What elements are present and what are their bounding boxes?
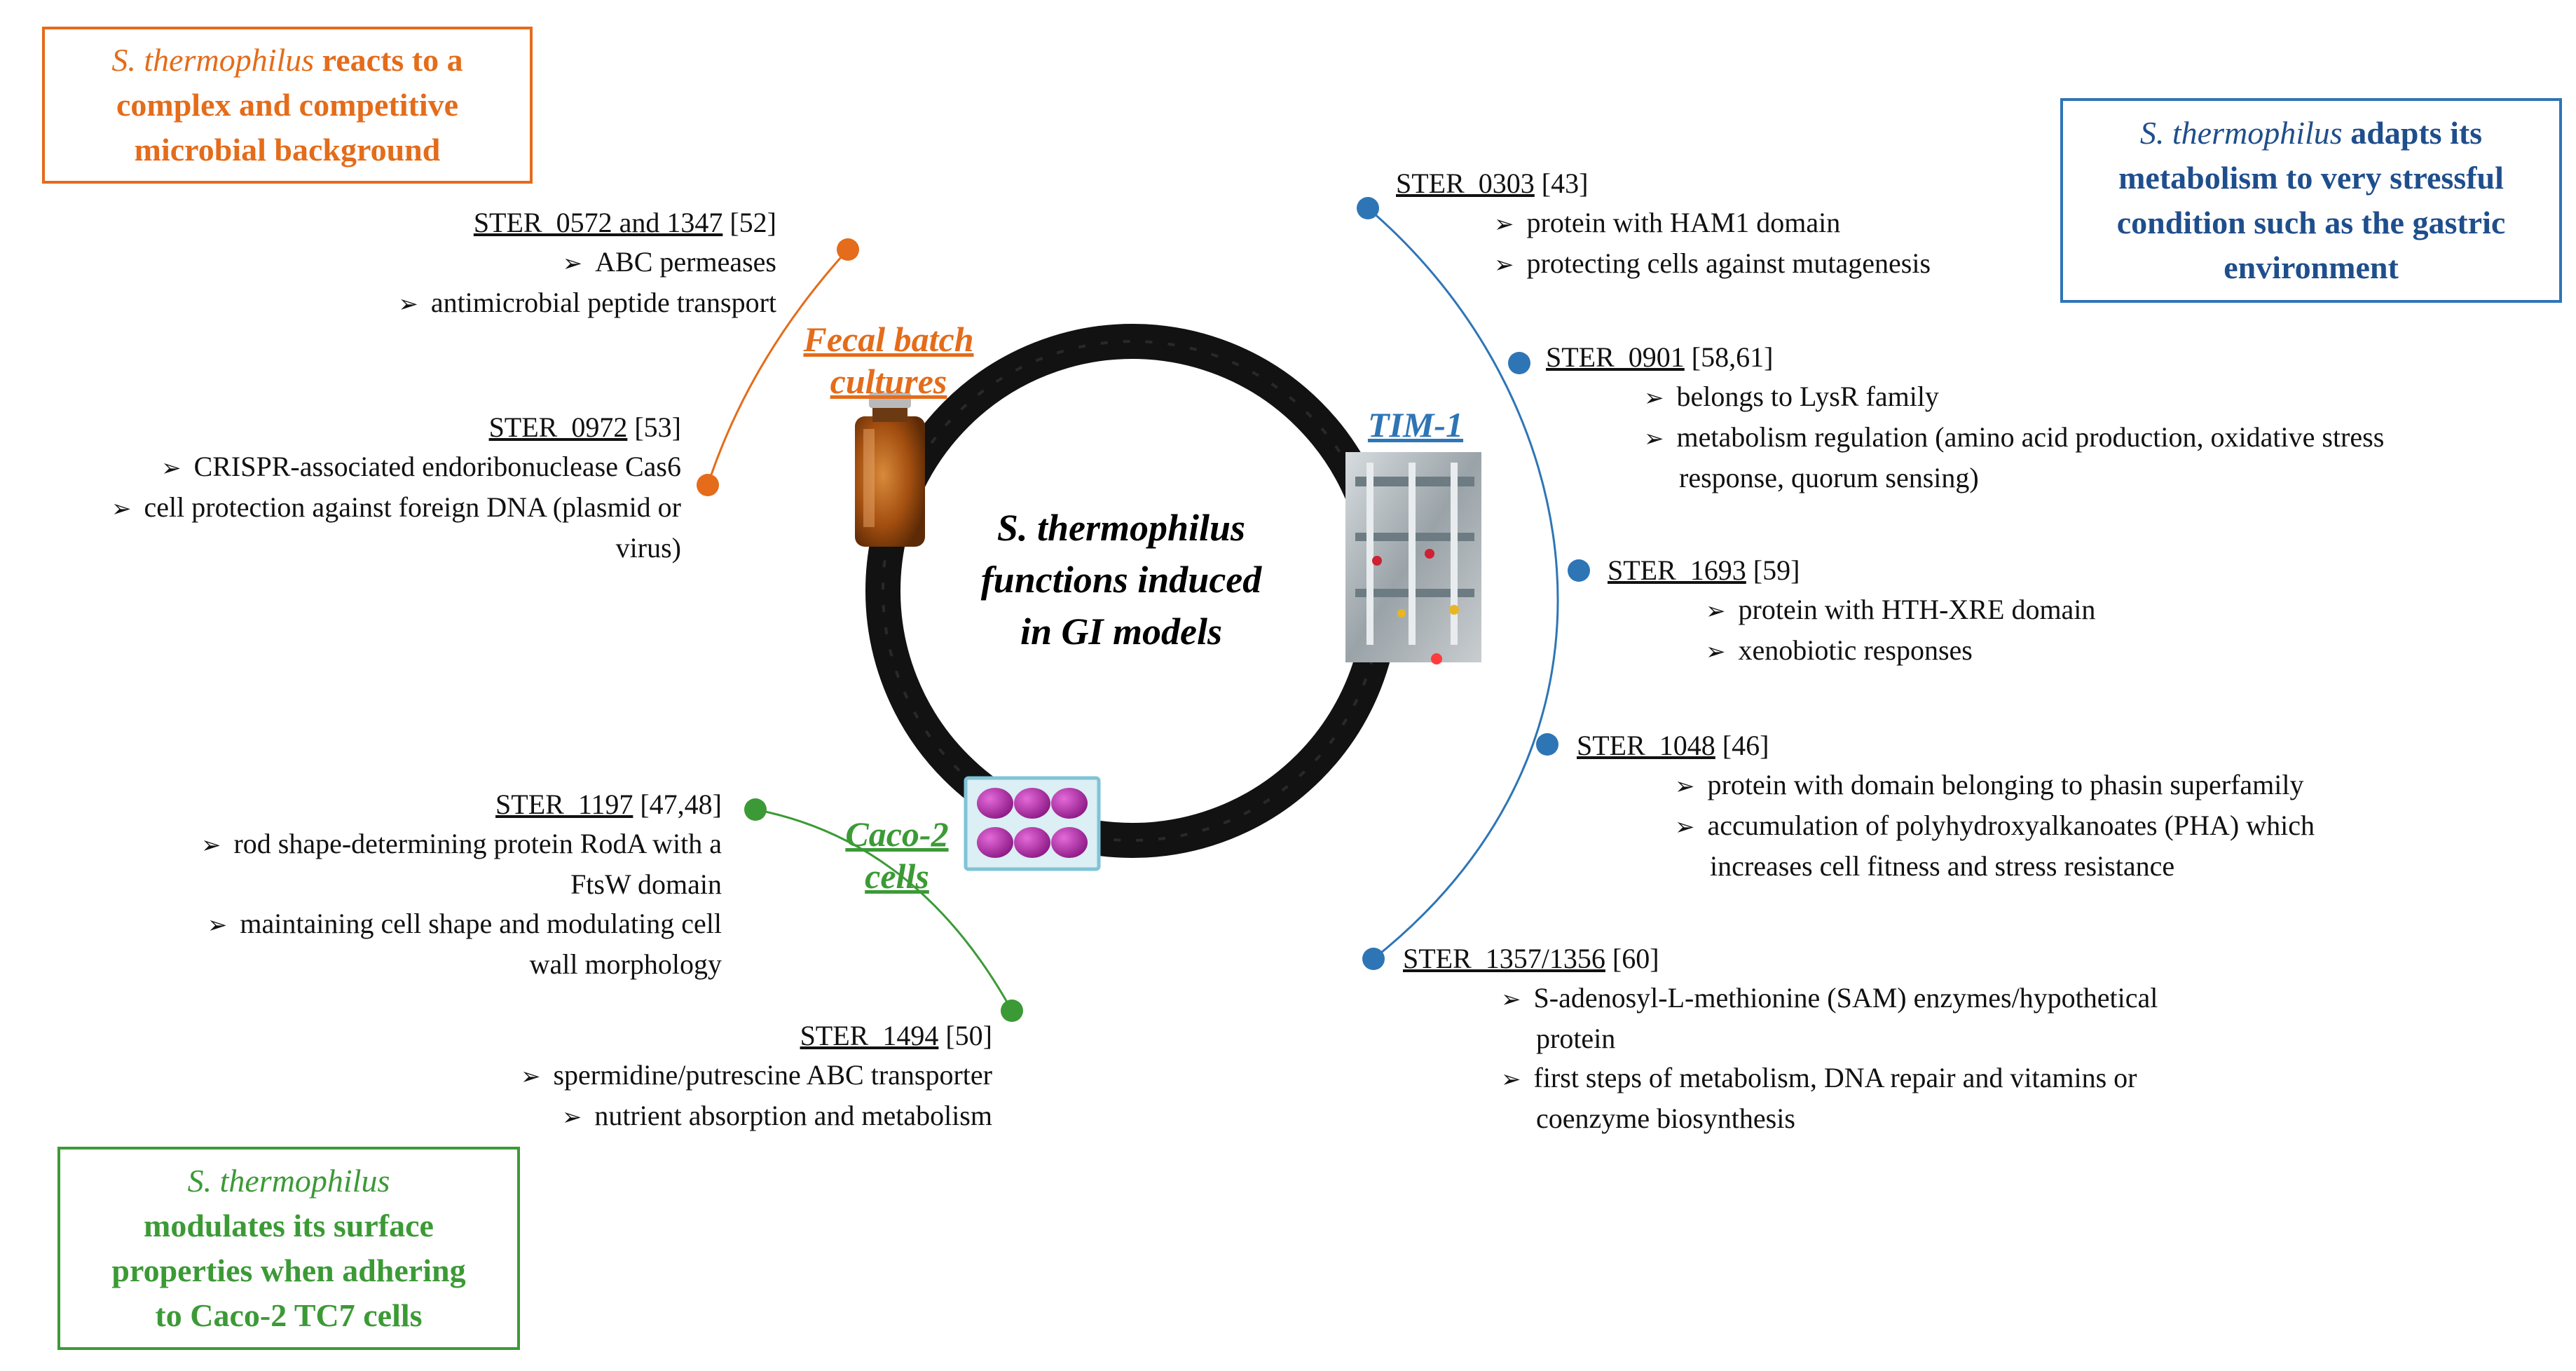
bullet-0901-1: belongs to LysR family xyxy=(1546,377,2384,418)
green-summary-box: S. thermophilus modulates its surface pr… xyxy=(57,1147,520,1350)
bullet-1357-2-cont: coenzyme biosynthesis xyxy=(1536,1103,1795,1134)
orange-box-species: S. thermophilus xyxy=(111,42,315,78)
gene-ref-0972: [53] xyxy=(634,411,681,443)
gene-block-0972: STER_0972 [53] CRISPR-associated endorib… xyxy=(111,408,681,568)
bullet-1048-2: accumulation of polyhydroxyalkanoates (P… xyxy=(1577,806,2315,847)
bullet-1494-1: spermidine/putrescine ABC transporter xyxy=(521,1056,992,1096)
gene-name-0572: STER_0572 and 1347 xyxy=(473,207,723,238)
gene-name-0303: STER_0303 xyxy=(1396,168,1535,199)
gene-ref-1048: [46] xyxy=(1722,730,1769,761)
gene-ref-0572: [52] xyxy=(729,207,776,238)
bullet-0572-2: antimicrobial peptide transport xyxy=(398,283,776,324)
green-box-line-3: to Caco-2 TC7 cells xyxy=(155,1297,423,1333)
gene-name-0972: STER_0972 xyxy=(488,411,628,443)
gene-ref-1494: [50] xyxy=(945,1020,992,1051)
bullet-1048-1: protein with domain belonging to phasin … xyxy=(1577,765,2315,806)
orange-box-line-1: reacts to a xyxy=(322,42,463,78)
dot-1494 xyxy=(1001,1000,1023,1022)
bullet-0972-cont: virus) xyxy=(615,532,681,564)
bullet-1197-1: rod shape-determining protein RodA with … xyxy=(201,824,722,865)
bullet-0972-1: CRISPR-associated endoribonuclease Cas6 xyxy=(111,447,681,488)
tim-apparatus-icon xyxy=(1345,452,1481,664)
dot-1693 xyxy=(1568,559,1590,582)
blue-box-species: S. thermophilus xyxy=(2139,115,2343,151)
bullet-1357-1: S-adenosyl-L-methionine (SAM) enzymes/hy… xyxy=(1403,978,2158,1019)
central-title: S. thermophilus functions induced in GI … xyxy=(932,502,1310,657)
bullet-0572-1: ABC permeases xyxy=(398,243,776,283)
bullet-0901-2: metabolism regulation (amino acid produc… xyxy=(1546,418,2385,458)
blue-box-line-4: environment xyxy=(2224,250,2399,285)
central-title-line-2: functions induced xyxy=(980,559,1262,601)
fecal-label-line-1: Fecal batch xyxy=(803,320,974,359)
green-box-species: S. thermophilus xyxy=(187,1163,390,1199)
bullet-0303-2: protecting cells against mutagenesis xyxy=(1396,244,1931,285)
caco-label-line-2: cells xyxy=(865,857,929,896)
bullet-0303-1: protein with HAM1 domain xyxy=(1396,203,1931,244)
blue-box-line-1: adapts its xyxy=(2350,115,2483,151)
tim-model-label: TIM-1 xyxy=(1359,404,1472,446)
central-title-line-3: in GI models xyxy=(1020,611,1223,653)
caco-model-label: Caco-2 cells xyxy=(820,813,974,897)
bottle-icon xyxy=(855,393,925,547)
gene-name-1693: STER_1693 xyxy=(1608,554,1746,586)
bullet-1693-1: protein with HTH-XRE domain xyxy=(1608,590,2096,631)
gene-block-1048: STER_1048 [46] protein with domain belon… xyxy=(1577,726,2315,886)
green-arc xyxy=(755,808,1013,1011)
orange-arc xyxy=(706,248,849,486)
dot-1357 xyxy=(1362,948,1385,970)
fecal-label-line-2: cultures xyxy=(830,362,947,401)
caco-label-line-1: Caco-2 xyxy=(845,814,949,854)
orange-box-line-2: complex and competitive xyxy=(116,87,459,123)
gene-name-0901: STER_0901 xyxy=(1546,341,1685,373)
gene-block-0901: STER_0901 [58,61] belongs to LysR family… xyxy=(1546,338,2384,498)
gene-block-1494: STER_1494 [50] spermidine/putrescine ABC… xyxy=(521,1016,992,1137)
tim-label: TIM-1 xyxy=(1367,405,1464,444)
gene-block-1693: STER_1693 [59] protein with HTH-XRE doma… xyxy=(1608,551,2095,671)
green-box-line-2: properties when adhering xyxy=(111,1253,466,1288)
gene-block-1357: STER_1357/1356 [60] S-adenosyl-L-methion… xyxy=(1403,939,2158,1138)
blue-summary-box: S. thermophilus adapts its metabolism to… xyxy=(2060,98,2562,303)
bullet-1357-2: first steps of metabolism, DNA repair an… xyxy=(1403,1058,2158,1099)
gene-name-1048: STER_1048 xyxy=(1577,730,1715,761)
bullet-1494-2: nutrient absorption and metabolism xyxy=(521,1096,992,1137)
gene-name-1494: STER_1494 xyxy=(800,1020,939,1051)
well-plate-icon xyxy=(964,776,1101,871)
bullet-1693-2: xenobiotic responses xyxy=(1608,631,2095,671)
central-title-line-1: S. thermophilus xyxy=(996,507,1246,549)
fecal-model-label: Fecal batch cultures xyxy=(783,318,994,402)
bullet-1197-1-cont: FtsW domain xyxy=(570,868,722,900)
gene-ref-1197: [47,48] xyxy=(640,789,722,820)
dot-0972 xyxy=(697,474,719,496)
gene-ref-0901: [58,61] xyxy=(1691,341,1774,373)
gene-ref-1357: [60] xyxy=(1612,943,1659,974)
bullet-1357-1-cont: protein xyxy=(1536,1023,1616,1054)
dot-0572 xyxy=(837,238,859,261)
orange-summary-box: S. thermophilus reacts to a complex and … xyxy=(42,27,533,184)
dot-0303 xyxy=(1357,197,1379,219)
bullet-1048-cont: increases cell fitness and stress resist… xyxy=(1710,850,2175,882)
blue-box-line-2: metabolism to very stressful xyxy=(2118,160,2504,196)
bullet-1197-2: maintaining cell shape and modulating ce… xyxy=(201,904,722,945)
dot-1197 xyxy=(744,798,767,821)
gene-block-0303: STER_0303 [43] protein with HAM1 domain … xyxy=(1396,164,1931,285)
gene-block-0572: STER_0572 and 1347 [52] ABC permeases an… xyxy=(398,203,776,324)
blue-arc xyxy=(1367,207,1559,960)
gene-name-1197: STER_1197 xyxy=(495,789,633,820)
green-box-line-1: modulates its surface xyxy=(144,1208,434,1243)
blue-box-line-3: condition such as the gastric xyxy=(2116,205,2506,240)
dot-0901 xyxy=(1508,352,1530,374)
bullet-0972-2: cell protection against foreign DNA (pla… xyxy=(111,488,681,528)
gene-name-1357: STER_1357/1356 xyxy=(1403,943,1605,974)
dot-1048 xyxy=(1536,733,1558,756)
gene-ref-0303: [43] xyxy=(1541,168,1589,199)
orange-box-line-3: microbial background xyxy=(134,132,441,168)
bullet-0901-cont: response, quorum sensing) xyxy=(1679,462,1979,493)
gene-ref-1693: [59] xyxy=(1753,554,1800,586)
bullet-1197-2-cont: wall morphology xyxy=(529,948,722,980)
gene-block-1197: STER_1197 [47,48] rod shape-determining … xyxy=(201,785,722,984)
